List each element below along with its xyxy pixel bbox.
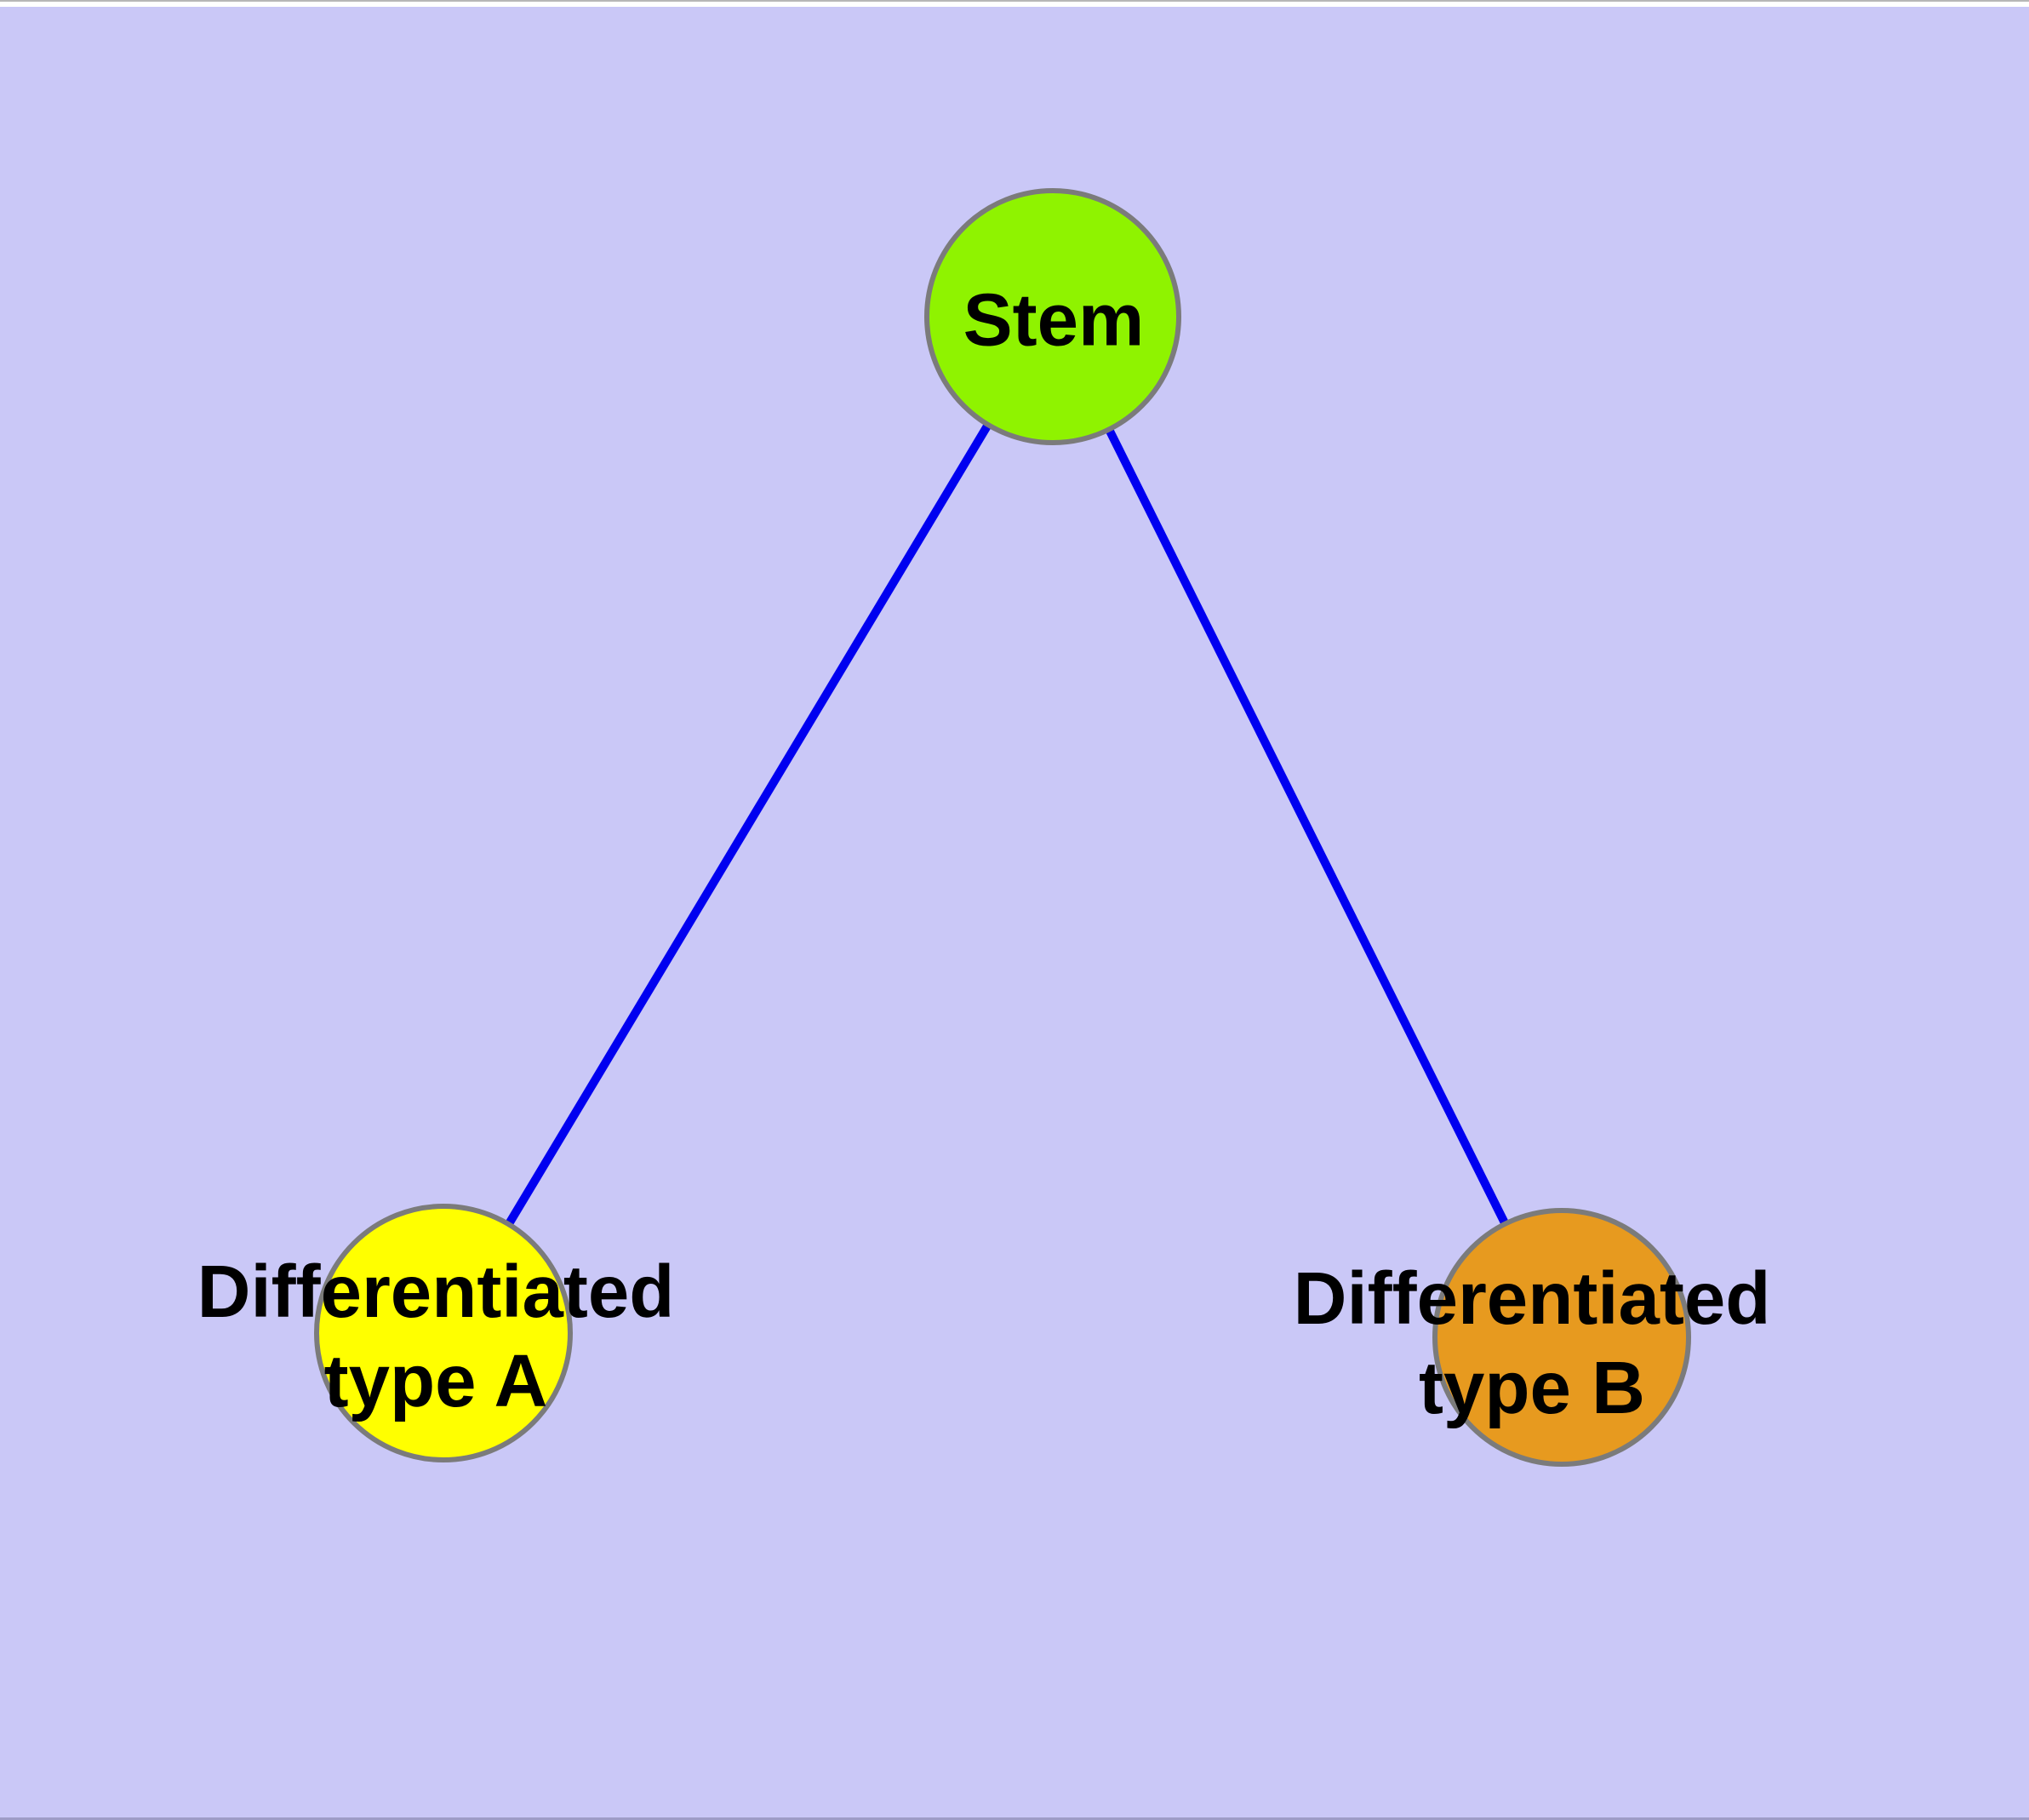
node-stem-label: Stem	[963, 278, 1145, 362]
node-differentiated-type-a-circle	[314, 1204, 573, 1462]
node-type-b-label-line1: Differentiated	[1293, 1257, 1771, 1340]
edge-stem-to-type-a	[439, 314, 1057, 1336]
node-differentiated-type-b-circle	[1432, 1208, 1691, 1467]
node-type-b-label-line2: type B	[1419, 1347, 1645, 1429]
edge-stem-to-type-b	[1049, 314, 1566, 1340]
node-differentiated-type-a-label: Differentiated type A	[197, 1247, 675, 1426]
node-type-a-label-line2: type A	[323, 1340, 548, 1422]
bottom-margin-strip	[0, 1817, 2029, 1820]
node-differentiated-type-b-label: Differentiated type B	[1294, 1254, 1771, 1433]
node-type-a-label-line1: Differentiated	[197, 1251, 675, 1333]
node-stem-circle	[924, 188, 1181, 445]
top-margin-strip	[0, 0, 2029, 7]
